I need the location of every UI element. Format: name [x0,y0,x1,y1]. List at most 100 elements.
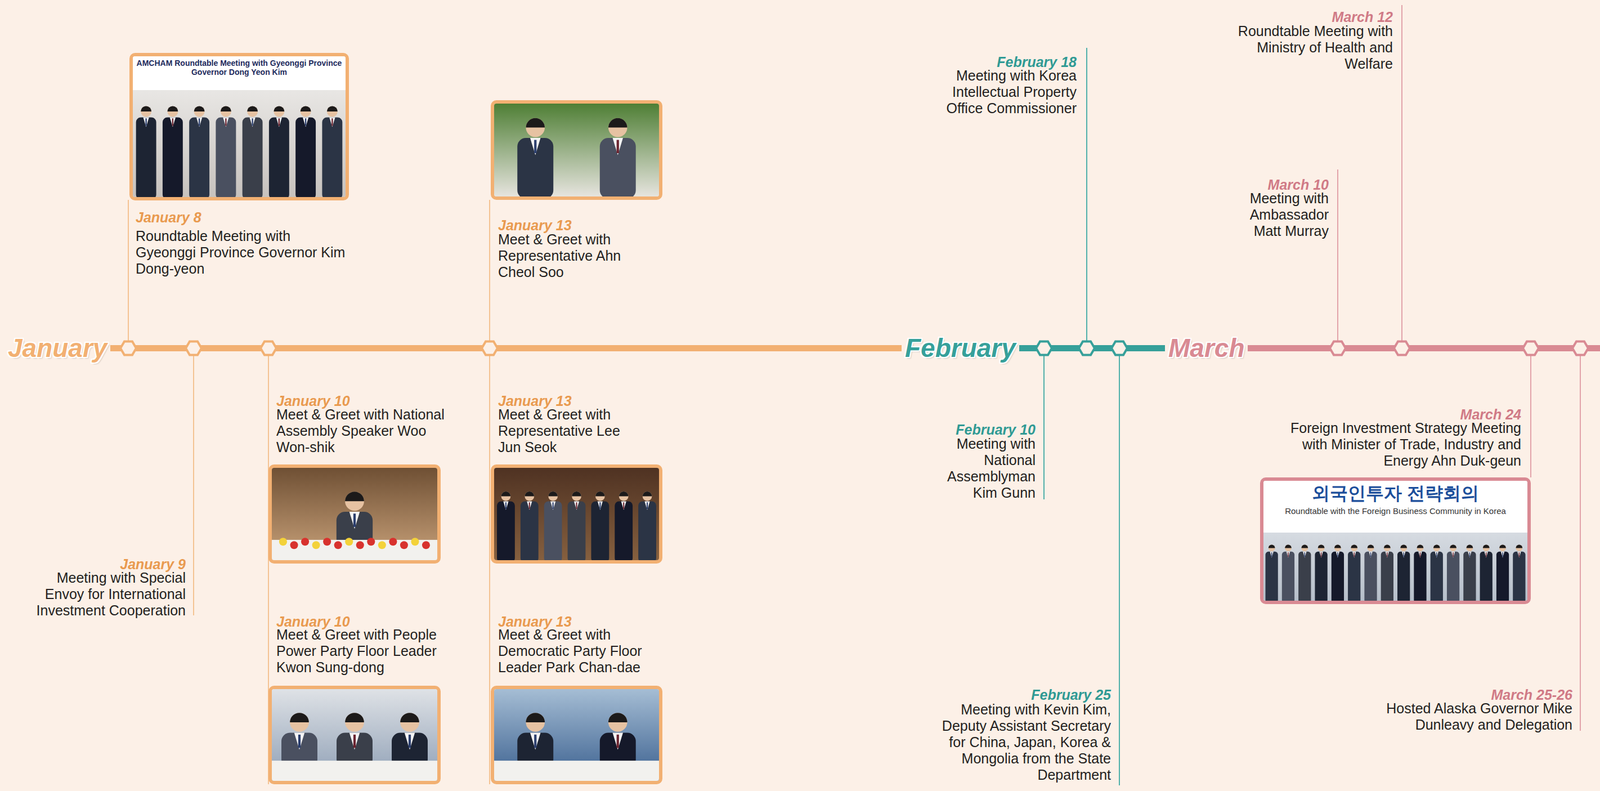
person-head [140,106,152,118]
person-hair [273,106,285,112]
person-shirt [1319,551,1323,558]
person-hair [524,491,535,496]
person-shirt [530,137,541,155]
person-head [1334,544,1342,552]
person-head [1433,544,1441,552]
event-description: Meeting with Special Envoy for Internati… [16,569,186,619]
event-description: Foreign Investment Strategy Meeting with… [1262,419,1522,469]
photo-flower [323,537,331,546]
leader-line [1530,347,1532,478]
person-shirt [196,117,203,127]
person-body [1314,551,1328,601]
person-head [619,491,629,501]
timeline-marker [1572,341,1589,355]
person-body [136,117,157,197]
person-shirt [1500,551,1505,558]
person-hair [247,106,258,112]
person-shirt [550,501,556,510]
person-head [1482,544,1490,552]
photo-flower [301,537,309,546]
person-shirt [1336,551,1340,558]
person-head [608,118,628,138]
person-body [496,501,515,560]
event-description: Meet & Greet with Representative Lee Jun… [498,406,636,456]
event-date: March 24 [1262,406,1522,423]
person-head [344,712,365,732]
person-hair [220,106,232,112]
person-hair [1482,544,1490,549]
event-photo [490,100,663,200]
person-shirt [222,117,229,127]
photo-banner [132,56,346,91]
person-hair [1301,544,1308,549]
person-head [194,106,205,118]
person-tie [353,734,356,748]
person-hair [1318,544,1325,549]
person-tie [251,118,253,126]
person-head [525,712,545,732]
person-tie [616,139,620,154]
event-date: February 10 [939,421,1036,438]
person-body [1480,551,1493,601]
person-head [608,712,628,732]
person-body [189,117,210,197]
person-hair [1350,544,1358,549]
person-shirt [329,117,335,127]
person-tie [1320,552,1322,557]
person-shirt [1517,551,1521,558]
person-shirt [526,501,532,510]
person-hair [300,106,312,112]
person-hair [140,106,152,112]
leader-line [1579,347,1581,731]
person-head [1268,544,1276,552]
person-tie [1419,552,1422,557]
person-head [1284,544,1292,552]
month-label: March [1164,330,1248,365]
person-tie [529,502,531,509]
person-tie [534,139,537,154]
person-hair [1433,544,1441,549]
person-head [595,491,605,501]
timeline-marker [260,341,277,355]
photo-illustration [494,467,660,560]
event-photo [490,464,663,564]
event-date: March 25-26 [1369,686,1573,703]
person-shirt [1435,551,1439,558]
person-shirt [612,137,624,155]
person-tie [331,118,333,126]
person-body [544,501,563,560]
person-shirt [1352,551,1356,558]
photo-banner [1263,480,1528,533]
person-hair [400,712,420,723]
person-body [614,501,633,560]
person-hair [1284,544,1292,549]
month-label: January [4,330,111,365]
person-tie [1452,552,1454,557]
person-body [1265,551,1279,601]
event-description: Meet & Greet with People Power Party Flo… [276,626,446,676]
person-shirt [1286,551,1290,558]
event-date: January 10 [276,392,446,409]
person-head [1383,544,1391,552]
photo-flower [388,537,397,546]
event-description: Roundtable Meeting with Gyeonggi Provinc… [135,227,353,277]
person-tie [1337,552,1339,557]
person-body [517,137,554,197]
photo-caption: AMCHAM Roundtable Meeting with Gyeonggi … [135,58,344,77]
person-body [1413,551,1427,601]
event-date: February 18 [924,54,1077,70]
event-description: Meeting with National Assemblyman Kim Gu… [939,435,1036,501]
person-shirt [1368,551,1373,558]
person-tie [1287,552,1289,557]
leader-line [489,199,491,784]
person-shirt [142,117,149,127]
person-tie [1436,552,1438,557]
person-shirt [1302,551,1307,558]
person-body [321,117,343,197]
photo-flower [279,537,288,546]
person-shirt [612,732,624,750]
person-shirt [503,501,509,510]
person-body [1364,551,1377,601]
event-description: Meeting with Korea Intellectual Property… [924,67,1077,117]
event-description: Meet & Greet with National Assembly Spea… [276,406,446,456]
